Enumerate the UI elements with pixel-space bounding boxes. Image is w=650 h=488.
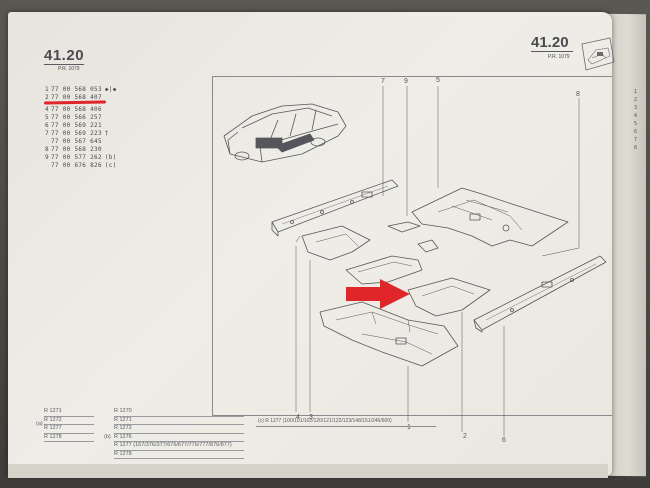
models-table-left: R 1271 R 1272 R 1277 R 1278 — [44, 408, 94, 442]
car-thumbnail-icon — [581, 37, 615, 71]
parts-row-mark: (b) — [104, 154, 117, 161]
parts-row-number: 77 00 567 645 — [51, 138, 102, 145]
parts-row-index: 7 — [45, 130, 49, 137]
right-page-number-underline — [531, 51, 573, 52]
model-row: R 1278 — [44, 433, 94, 442]
note-a: (a) — [36, 421, 43, 427]
crossmember — [345, 255, 423, 285]
parts-row-number: 77 00 569 223 — [51, 130, 102, 137]
rear-floor-pan — [411, 187, 569, 247]
parts-row-index: 1 — [45, 86, 49, 93]
page-pr: P.R. 1079 — [58, 66, 80, 72]
callout-9: 9 — [404, 78, 408, 85]
parts-row-index: 5 — [45, 114, 49, 121]
parts-row-number: 77 00 569 221 — [51, 122, 102, 129]
parts-row-mark: † — [104, 130, 109, 137]
footer-note-rule — [256, 426, 436, 427]
footer-note: (c) R 1277 (100/101/102/120/121/122/123/… — [258, 418, 392, 424]
note-b: (b) — [104, 434, 111, 440]
model-row: R 1271 — [114, 416, 244, 425]
model-row: R 1271 — [44, 408, 94, 417]
callout-1: 1 — [407, 424, 411, 431]
model-label: R 1271 — [44, 408, 62, 414]
callout-5: 5 — [436, 77, 440, 84]
callout-8: 8 — [576, 91, 580, 98]
parts-row-number: 77 00 568 230 — [51, 146, 102, 153]
exploded-floor-panel-diagram — [223, 86, 607, 436]
parts-row-index: 4 — [45, 106, 49, 113]
parts-row: 77 00 567 645 — [45, 138, 117, 146]
parts-row-number: 77 00 568 053 — [51, 86, 102, 93]
callout-2: 2 — [463, 433, 467, 440]
right-page-pr: P.R. 1079 — [548, 54, 570, 60]
model-row: R 1270 — [114, 408, 244, 417]
callout-7: 7 — [381, 78, 385, 85]
car-body-sketch — [223, 103, 347, 163]
callout-4: 4 — [296, 414, 300, 421]
models-table-mid: R 1270 R 1271 R 1272 R 1276 R 1277 (167/376/… — [114, 408, 244, 459]
parts-row-number: 77 00 577 262 — [51, 154, 102, 161]
model-label: R 1278 — [44, 433, 62, 440]
parts-row-mark: (c) — [104, 162, 117, 169]
parts-row-index: 2 — [45, 94, 49, 101]
right-front-floor — [407, 277, 491, 317]
model-row: R 1272 — [114, 425, 244, 434]
model-row: R 1278 — [114, 450, 244, 459]
lower-page-strip — [8, 464, 608, 478]
front-floor-pan — [319, 301, 459, 367]
parts-row-index: 6 — [45, 122, 49, 129]
parts-row-mark: ◆|◆ — [104, 86, 117, 93]
model-label: R 1272 — [114, 425, 132, 431]
callout-6: 6 — [502, 437, 506, 444]
model-label: R 1272 — [44, 416, 62, 423]
parts-row-number: 77 00 676 826 — [51, 162, 102, 169]
page-number: 41.20 — [44, 47, 85, 64]
callout-3: 3 — [309, 414, 313, 421]
parts-row: 77 00 676 826(c) — [45, 162, 117, 170]
parts-row-number: 77 00 568 407 — [51, 94, 102, 101]
parts-row-number: 77 00 566 257 — [51, 114, 102, 121]
parts-row-index: 8 — [45, 146, 49, 153]
model-label: R 1271 — [114, 416, 132, 423]
model-label: R 1278 — [114, 450, 132, 457]
right-sill-rail — [473, 255, 607, 333]
red-arrow-icon — [346, 279, 410, 309]
right-page-number: 41.20 — [531, 34, 569, 51]
model-label: R 1276 — [114, 433, 132, 440]
left-sill-rail — [271, 179, 399, 237]
page-number-underline — [44, 64, 84, 65]
model-row: R 1276 — [114, 433, 244, 442]
model-label: R 1270 — [114, 408, 132, 414]
parts-row-index: 9 — [45, 154, 49, 161]
model-label: R 1277 — [44, 425, 62, 431]
model-label: R 1277 (167/376/377/676/677/776/777/876/… — [114, 442, 232, 448]
model-row: R 1277 (167/376/377/676/677/776/777/876/… — [114, 442, 244, 451]
left-front-floor — [295, 225, 371, 261]
model-row: R 1272 — [44, 416, 94, 425]
diagram-frame — [212, 76, 612, 416]
model-row: R 1277 — [44, 425, 94, 434]
parts-row-number: 77 00 568 406 — [51, 106, 102, 113]
